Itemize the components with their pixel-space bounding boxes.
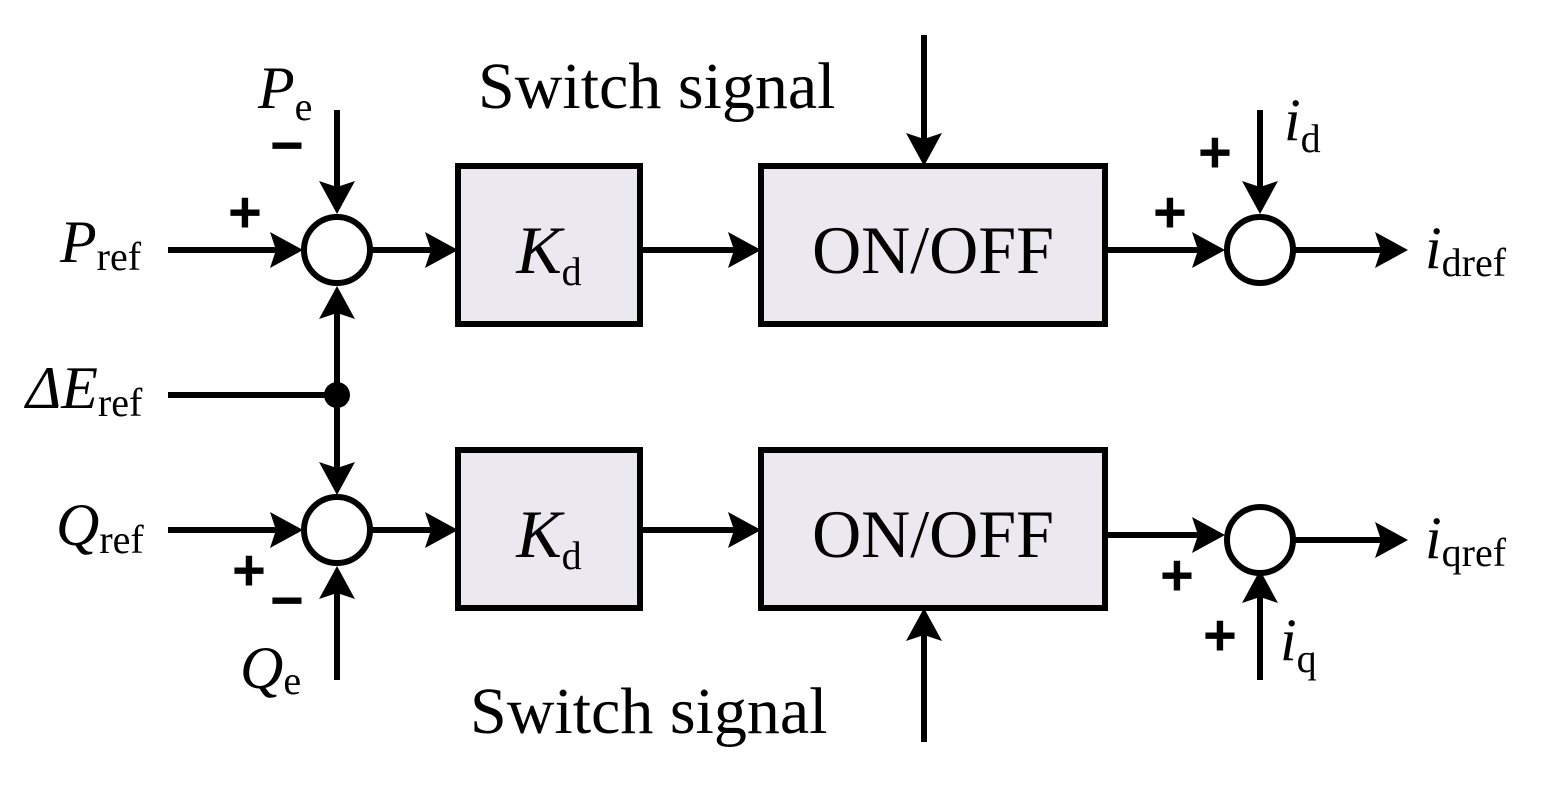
sign-sum4-iq: + <box>1203 603 1237 668</box>
switch-block-top <box>758 163 1108 327</box>
switch-signal-bottom-label: Switch signal <box>470 675 828 748</box>
gain-block-bottom <box>455 447 643 611</box>
sign-sum2-qref: + <box>232 538 266 603</box>
qref-arrowhead <box>270 512 303 548</box>
top-row-wires <box>168 35 1408 268</box>
sign-sum4-switch: + <box>1160 543 1194 608</box>
i-dref-label: idref <box>1425 215 1507 285</box>
sign-sum2-qe: − <box>270 568 304 633</box>
summing-junction-1 <box>301 214 373 286</box>
id-arrowhead <box>1242 181 1278 214</box>
pref-arrowhead <box>270 232 303 268</box>
kd-to-switch-arrowhead <box>728 232 761 268</box>
switch-bottom-label: ON/OFF <box>812 496 1054 572</box>
delta-e-down-arrowhead <box>319 462 355 495</box>
i-q-label: iq <box>1280 607 1317 681</box>
kd-to-switch-bottom-arrowhead <box>728 512 761 548</box>
delta-e-branch-wires <box>168 286 355 495</box>
switch-signal-bottom-arrowhead <box>906 608 942 641</box>
idref-arrowhead <box>1375 232 1408 268</box>
gain-bottom-label: Kd <box>515 496 581 578</box>
switch-signal-top-label: Switch signal <box>478 50 836 123</box>
summing-junction-3 <box>1224 214 1296 286</box>
summing-junction-4 <box>1224 504 1296 576</box>
sign-sum1-pref: + <box>228 180 262 245</box>
summing-junction-2 <box>301 494 373 566</box>
iqref-arrowhead <box>1375 522 1408 558</box>
bottom-row-wires <box>168 512 1408 742</box>
sign-sum3-switch: + <box>1153 180 1187 245</box>
gain-top-label: Kd <box>515 212 581 294</box>
pe-arrowhead <box>319 181 355 214</box>
switch-top-label: ON/OFF <box>812 212 1054 288</box>
switch-signal-top-arrowhead <box>906 133 942 166</box>
sign-sum1-pe: − <box>270 113 304 178</box>
p-e-label: Pe <box>257 55 312 129</box>
delta-e-up-arrowhead <box>319 286 355 319</box>
q-e-label: Qe <box>240 635 301 703</box>
switch-to-sum4-arrowhead <box>1192 517 1225 553</box>
p-ref-label: Pref <box>59 209 142 279</box>
gain-block-top <box>455 163 643 327</box>
sign-sum3-id: + <box>1198 120 1232 185</box>
i-d-label: id <box>1284 87 1321 161</box>
i-qref-label: iqref <box>1425 505 1507 575</box>
switch-to-sum3-arrowhead <box>1192 232 1225 268</box>
sum2-to-kd-arrowhead <box>425 512 458 548</box>
qe-arrowhead <box>319 566 355 599</box>
q-ref-label: Qref <box>56 492 144 562</box>
iq-arrowhead <box>1242 570 1278 603</box>
sum1-to-kd-arrowhead <box>425 232 458 268</box>
delta-e-ref-label: ΔEref <box>24 355 143 425</box>
switch-block-bottom <box>758 447 1108 611</box>
